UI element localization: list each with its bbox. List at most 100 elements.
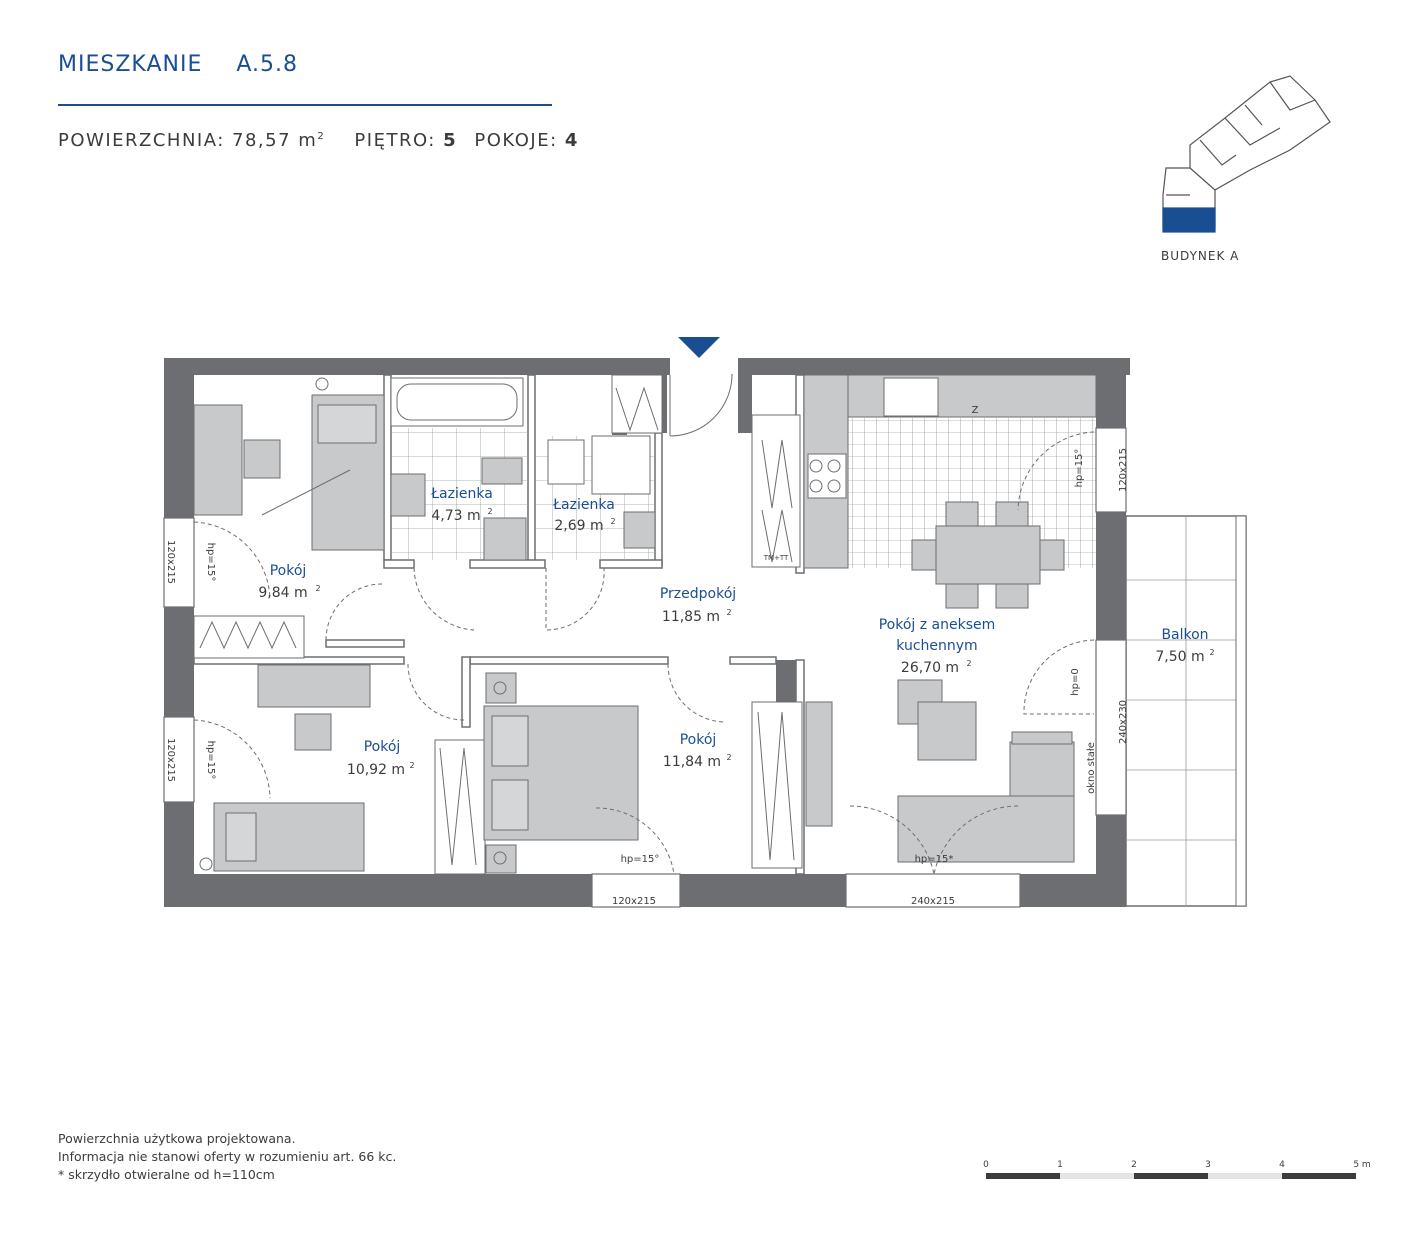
balcony (1125, 515, 1247, 907)
hp-label: hp=15° (1074, 449, 1085, 488)
window-bottom-mid (591, 873, 681, 908)
tv-stand (805, 701, 833, 827)
door-swing (413, 567, 475, 631)
cooktop (807, 453, 847, 499)
hp-label: hp=15° (205, 543, 216, 582)
sink-2 (623, 511, 656, 549)
key-line (1189, 167, 1216, 191)
partition-2 (469, 656, 669, 665)
window-swing (1017, 431, 1095, 511)
pillow-3b (491, 779, 529, 831)
scale-seg (1282, 1173, 1356, 1179)
room-name: Balkon (1161, 627, 1208, 643)
chair-2 (294, 713, 332, 751)
wardrobe-hanger (757, 711, 795, 861)
partition-3 (729, 656, 777, 665)
scale-label: 5 m (1353, 1160, 1370, 1170)
room-name: Pokój (680, 732, 717, 748)
drain-icon (493, 851, 507, 865)
burner (827, 479, 841, 493)
walls (164, 358, 1130, 907)
wardrobe-hanger (761, 509, 793, 563)
kitchen-counter-top (803, 374, 1097, 418)
desk-1 (193, 404, 243, 516)
wardrobe-2 (434, 739, 486, 875)
room-name: Pokój z aneksem (879, 617, 996, 633)
dining-table (935, 525, 1041, 585)
scale-label: 1 (1057, 1160, 1063, 1170)
room-name: Pokój (364, 739, 401, 755)
hp-label: hp=15° (621, 854, 660, 865)
window-size: 120x215 (165, 540, 176, 584)
title-rule (58, 104, 552, 106)
area-label: POWIERZCHNIA: (58, 130, 225, 151)
wall-right-2 (1096, 512, 1126, 640)
wardrobe-3 (751, 701, 803, 869)
bathtub-inner (396, 383, 518, 421)
partition-bath3 (654, 432, 663, 566)
room-area: 11,85 m (662, 609, 720, 625)
title-label: MIESZKANIE (58, 52, 203, 77)
wardrobe-4 (751, 414, 801, 568)
scale-seg (1208, 1173, 1282, 1179)
toilet-2 (547, 439, 585, 485)
nightstand-2 (485, 844, 517, 874)
room-area: 2,69 m (554, 518, 603, 534)
wall-left-2 (164, 607, 194, 717)
bath-threshold-2 (469, 559, 546, 569)
fixture-label: Z (972, 405, 979, 416)
room-name: Przedpokój (660, 586, 736, 602)
scale-seg (1134, 1173, 1208, 1179)
wardrobe-hanger (439, 747, 477, 866)
window-bottom-right (845, 873, 1021, 908)
wardrobe-hanger (199, 620, 297, 650)
room-area-sup: 2 (726, 608, 731, 617)
floor-value: 5 (443, 130, 458, 151)
door-swings (193, 373, 1095, 875)
room-area: 11,84 m (663, 754, 721, 770)
key-line (1199, 139, 1237, 166)
windows (163, 427, 1127, 908)
door-swing (407, 663, 465, 721)
dining-chair (1039, 539, 1065, 571)
pillow-3a (491, 715, 529, 767)
room-area-sup: 2 (409, 761, 414, 770)
sofa-main (897, 795, 1075, 863)
footnote: Powierzchnia użytkowa projektowana. (58, 1131, 296, 1146)
window-right-balcony (1095, 639, 1127, 816)
room-area: 10,92 m (347, 762, 405, 778)
room-area: 4,73 m (431, 508, 480, 524)
drain-icon (315, 377, 329, 391)
balcony-door-swing (1023, 639, 1095, 715)
scale-seg (1060, 1173, 1134, 1179)
partition-bath1 (383, 374, 392, 561)
burner (809, 459, 823, 473)
drain-icon (493, 681, 507, 695)
bed-fold (261, 469, 351, 516)
door-swing (545, 567, 605, 631)
room-name: Łazienka (430, 486, 493, 502)
wall-bottom-2 (680, 874, 846, 907)
dining-chair (995, 501, 1029, 527)
furniture (193, 374, 1097, 875)
wardrobe-hanger (615, 386, 659, 432)
wall-right-3 (1096, 815, 1126, 907)
scale-label: 0 (983, 1160, 989, 1170)
entrance-door-swing (669, 373, 733, 437)
fixed-window-label: okno stałe (1086, 742, 1097, 794)
window-size: 120x215 (1118, 448, 1129, 492)
burner (809, 479, 823, 493)
scale-label: 3 (1205, 1160, 1211, 1170)
dining-chair (911, 539, 937, 571)
coffee-table-2 (917, 701, 977, 761)
room-area-sup: 2 (610, 517, 615, 526)
key-line (1269, 81, 1316, 111)
area-value: 78,57 m2 (232, 130, 326, 151)
chair-1 (243, 439, 281, 479)
room-area-sup: 2 (726, 753, 731, 762)
sink-1 (390, 473, 426, 517)
pillow-1 (317, 404, 377, 444)
building-label: BUDYNEK A (1161, 249, 1240, 263)
wall-top-left (164, 358, 670, 375)
